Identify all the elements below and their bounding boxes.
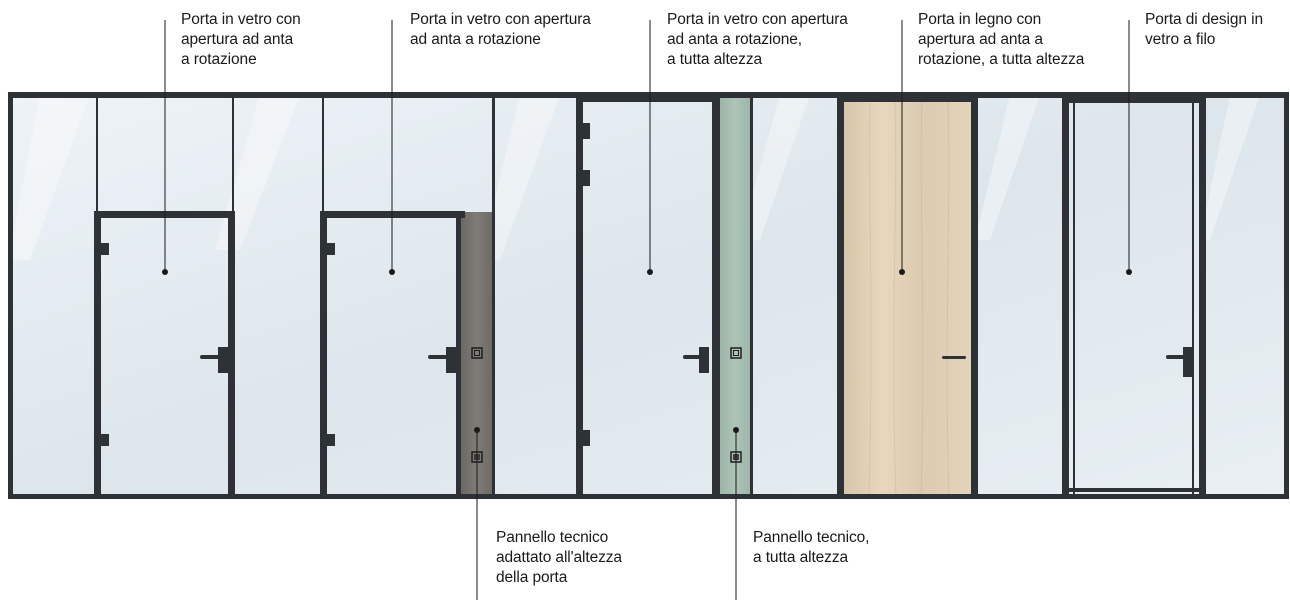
glass-door-3-frame <box>579 96 719 499</box>
label-line: apertura ad anta <box>181 31 294 48</box>
label-line: Porta in legno con <box>918 11 1042 28</box>
wood-grain <box>868 100 950 499</box>
label-line: Porta di design in <box>1145 11 1263 28</box>
label-line: a rotazione <box>181 51 257 68</box>
label-technical-panel-door-height: Pannello tecnico adattato all'altezza de… <box>496 528 622 588</box>
label-line: ad anta a rotazione <box>410 31 541 48</box>
label-line: della porta <box>496 569 568 586</box>
leader-dots <box>162 269 1132 433</box>
label-line: a tutta altezza <box>753 549 849 566</box>
leader-lines <box>164 20 1130 600</box>
label-line: Porta in vetro con apertura <box>667 11 848 28</box>
partition-frame <box>8 92 1289 499</box>
door-handles <box>200 347 1192 377</box>
flush-glass-door-frame <box>1066 96 1203 499</box>
label-line: a tutta altezza <box>667 51 763 68</box>
label-line: Pannello tecnico <box>496 529 609 546</box>
label-line: adattato all'altezza <box>496 549 622 566</box>
label-glass-swing-door: Porta in vetro con apertura ad anta a ro… <box>181 10 301 70</box>
label-technical-panel-full-height: Pannello tecnico, a tutta altezza <box>753 528 869 568</box>
label-glass-swing-door-full-height: Porta in vetro con apertura ad anta a ro… <box>667 10 848 70</box>
label-line: Pannello tecnico, <box>753 529 870 546</box>
label-line: Porta in vetro con <box>181 11 301 28</box>
label-line: apertura ad anta a <box>918 31 1043 48</box>
label-wooden-door: Porta in legno con apertura ad anta a ro… <box>918 10 1084 70</box>
label-flush-design-door: Porta di design in vetro a filo <box>1145 10 1263 50</box>
wooden-door-frame <box>839 96 975 102</box>
label-line: ad anta a rotazione, <box>667 31 803 48</box>
technical-panel-full-height <box>719 95 751 498</box>
label-glass-swing-door-2: Porta in vetro con apertura ad anta a ro… <box>410 10 591 50</box>
glass-sheen <box>8 95 1260 260</box>
door-hinges <box>101 123 590 446</box>
glass-background <box>8 95 1288 498</box>
label-line: vetro a filo <box>1145 31 1216 48</box>
label-line: Porta in vetro con apertura <box>410 11 591 28</box>
label-line: rotazione, a tutta altezza <box>918 51 1085 68</box>
wooden-door-leaf <box>844 101 971 498</box>
